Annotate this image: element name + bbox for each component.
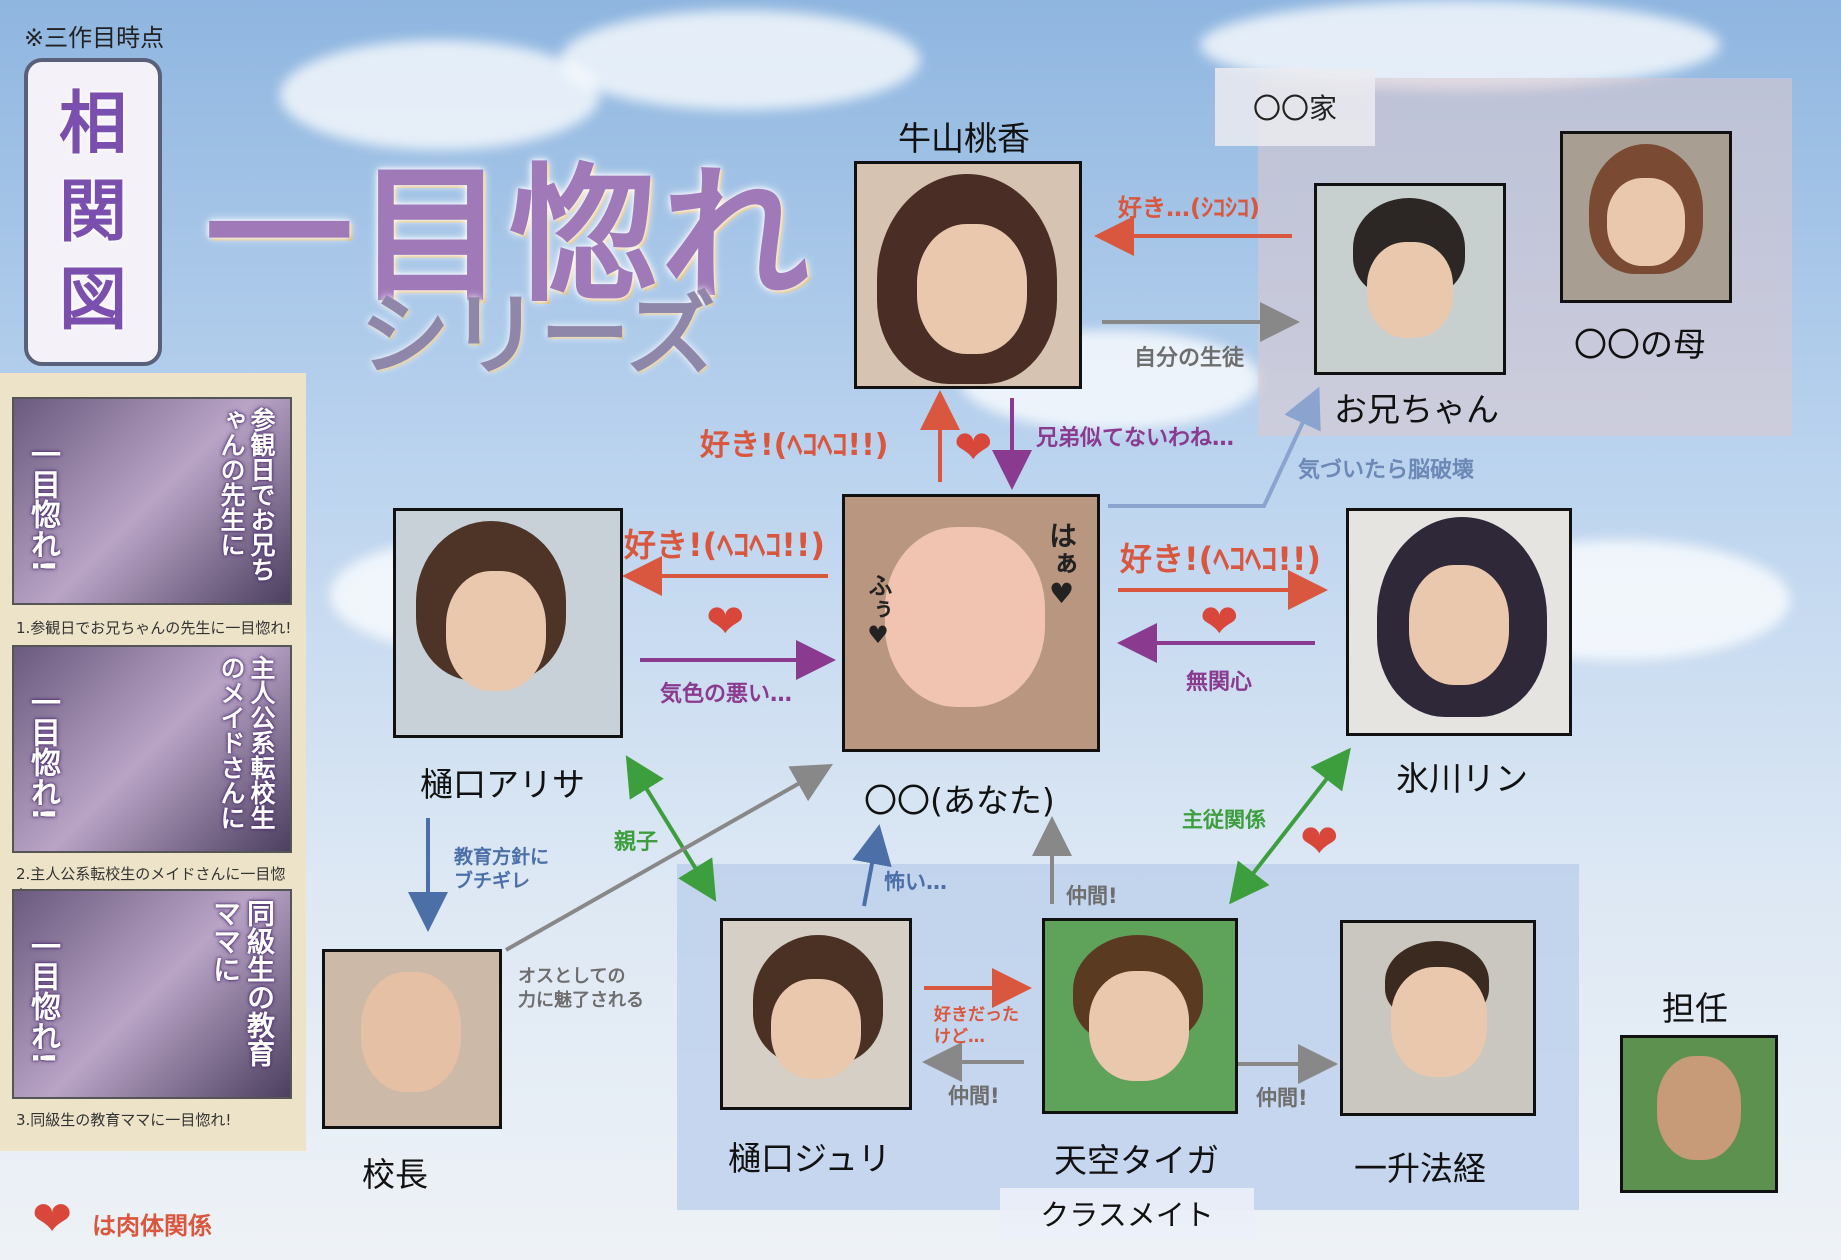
label-you-arisa: 好き!(ﾍｺﾍｺ!!) xyxy=(624,526,826,564)
portrait-mother[interactable] xyxy=(1560,131,1732,303)
label-principal-you-1: オスとしての xyxy=(518,966,626,987)
label-juri-you: 怖い… xyxy=(884,870,947,894)
timing-note: ※三作目時点 xyxy=(24,24,165,52)
book-caption-1: 1.参観日でお兄ちゃんの先生に一目惚れ! xyxy=(16,619,292,637)
classmate-group-label: クラスメイト xyxy=(1000,1188,1254,1238)
label-principal-you-2: 力に魅了される xyxy=(518,990,644,1011)
label-arisa-principal-1: 教育方針に xyxy=(454,846,550,868)
name-mother: 〇〇の母 xyxy=(1574,325,1706,364)
name-arisa: 樋口アリサ xyxy=(420,765,585,804)
book-cover-text: 主人公系転校生のメイドさんに xyxy=(217,655,276,830)
arrow-parent-child xyxy=(625,755,717,902)
book-cover-text: 同級生の教育ママに xyxy=(209,899,276,1067)
legend-heart-icon: ❤ xyxy=(32,1191,73,1247)
label-momoka-you: 兄弟似てないわね… xyxy=(1036,426,1235,451)
arrow-principal-you xyxy=(505,764,833,952)
heart-icon: ❤ xyxy=(706,594,745,648)
name-tannin: 担任 xyxy=(1662,989,1728,1028)
label-taiga-you: 仲間! xyxy=(1066,884,1118,908)
book-cover-2[interactable]: 主人公系転校生のメイドさんに 一目惚れ! xyxy=(12,645,292,853)
heart-icon: ❤ xyxy=(1200,594,1239,648)
name-principal: 校長 xyxy=(362,1155,428,1194)
heart-icon: ❤ xyxy=(954,420,993,474)
portrait-tannin[interactable] xyxy=(1620,1035,1778,1193)
book-cover-title: 一目惚れ! xyxy=(25,931,60,1065)
label-momoka-brother: 好き…(ｼｺｼｺ) xyxy=(1118,194,1260,222)
title-box: 相 関 図 xyxy=(24,58,162,366)
name-you: 〇〇(あなた) xyxy=(864,781,1055,820)
title-char: 相 xyxy=(58,84,127,164)
name-momoka: 牛山桃香 xyxy=(898,119,1030,158)
book-cover-title: 一目惚れ! xyxy=(25,439,60,573)
label-master-servant: 主従関係 xyxy=(1182,808,1266,832)
label-parent-child: 親子 xyxy=(614,830,659,855)
heart-icon: ❤ xyxy=(1300,814,1339,868)
label-arisa-you: 気色の悪い… xyxy=(660,682,793,707)
book-list-panel: 参観日でお兄ちゃんの先生に 一目惚れ! 1.参観日でお兄ちゃんの先生に一目惚れ!… xyxy=(0,373,306,1151)
cloud xyxy=(280,40,600,150)
label-housei-taiga: 仲間! xyxy=(1256,1086,1308,1110)
portrait-you[interactable]: はぁ♥ ふぅ♥ xyxy=(842,494,1100,752)
arrow-brother-broken xyxy=(1108,386,1321,508)
portrait-rin[interactable] xyxy=(1346,508,1572,736)
series-subtitle: シリーズ xyxy=(360,282,716,388)
label-juri-taiga-2: けど… xyxy=(934,1027,985,1047)
book-cover-text: 参観日でお兄ちゃんの先生に xyxy=(217,407,276,582)
portrait-juri[interactable] xyxy=(720,918,912,1110)
label-arisa-principal-2: ブチギレ xyxy=(454,870,531,892)
label-brother-broken: 気づいたら脳破壊 xyxy=(1298,458,1475,483)
face-text-hah: はぁ♥ xyxy=(1045,521,1078,610)
label-you-rin: 好き!(ﾍｺﾍｺ!!) xyxy=(1120,540,1322,578)
series-title: 一目惚れ xyxy=(205,148,813,322)
portrait-taiga[interactable] xyxy=(1042,918,1238,1114)
portrait-arisa[interactable] xyxy=(393,508,623,738)
label-momoka-student: 自分の生徒 xyxy=(1134,346,1245,371)
label-taiga-juri: 仲間! xyxy=(948,1084,1000,1108)
legend-text: は肉体関係 xyxy=(92,1212,212,1240)
family-group-label: 〇〇家 xyxy=(1215,68,1375,146)
face-text-fuu: ふぅ♥ xyxy=(864,573,892,649)
book-caption-3: 3.同級生の教育ママに一目惚れ! xyxy=(16,1111,232,1129)
portrait-brother[interactable] xyxy=(1314,183,1506,375)
book-cover-title: 一目惚れ! xyxy=(25,687,60,821)
name-rin: 氷川リン xyxy=(1396,759,1528,798)
arrow-master-servant xyxy=(1229,747,1351,905)
portrait-housei[interactable] xyxy=(1340,920,1536,1116)
book-cover-1[interactable]: 参観日でお兄ちゃんの先生に 一目惚れ! xyxy=(12,397,292,605)
name-brother: お兄ちゃん xyxy=(1334,390,1499,429)
label-juri-taiga-1: 好きだった xyxy=(934,1005,1019,1025)
arrow-juri-you xyxy=(852,824,892,907)
label-you-momoka: 好き!(ﾍｺﾍｺ!!) xyxy=(700,428,889,463)
book-cover-3[interactable]: 同級生の教育ママに 一目惚れ! xyxy=(12,889,292,1099)
label-rin-you: 無関心 xyxy=(1186,670,1253,695)
title-char: 関 xyxy=(58,172,127,252)
name-taiga: 天空タイガ xyxy=(1054,1141,1219,1180)
name-housei: 一升法経 xyxy=(1354,1149,1486,1188)
portrait-principal[interactable] xyxy=(322,949,502,1129)
cloud xyxy=(560,10,920,110)
portrait-momoka[interactable] xyxy=(854,161,1082,389)
title-char: 図 xyxy=(58,260,127,340)
name-juri: 樋口ジュリ xyxy=(728,1139,891,1178)
